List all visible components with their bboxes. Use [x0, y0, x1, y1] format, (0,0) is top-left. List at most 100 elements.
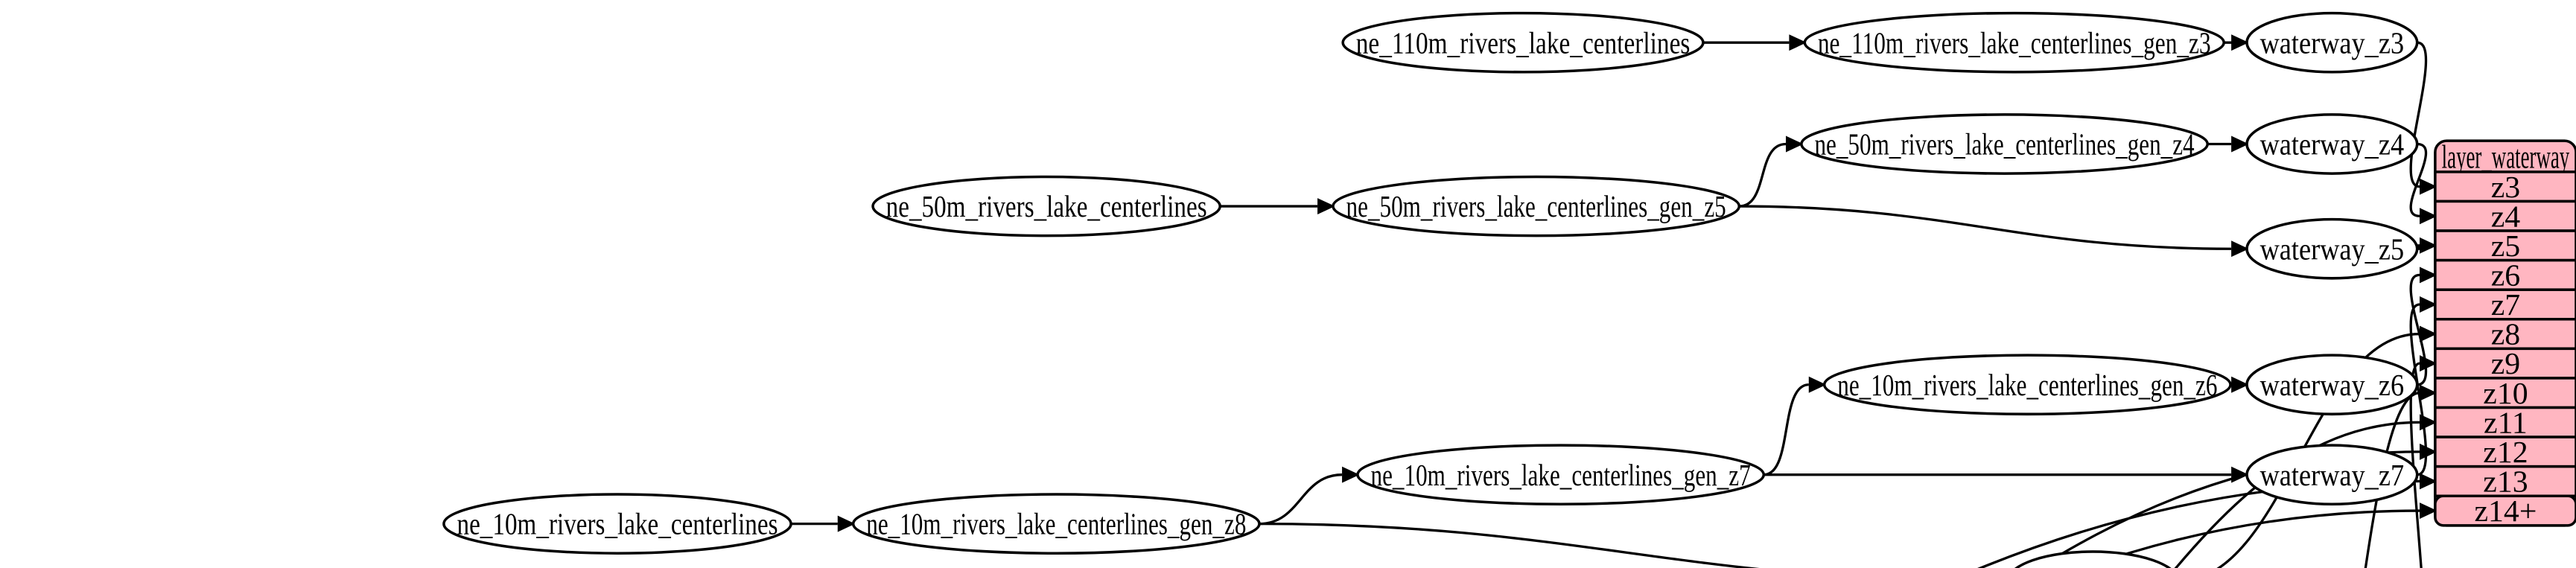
- edge-arrowhead: [837, 515, 856, 532]
- record-row-label-z9: z9: [2491, 347, 2520, 381]
- edge-line: [2364, 392, 2420, 568]
- node-ne_50m_rivers_lake_centerlines_gen_z4[interactable]: ne_50m_rivers_lake_centerlines_gen_z4: [1800, 113, 2209, 175]
- edge-ne_10m_rivers_lake_centerlines_gen_z8--to--ne_10m_rivers_lake_centerlines_gen_z7: [1259, 466, 1360, 526]
- edge-ne_50m_rivers_lake_centerlines--to--ne_50m_rivers_lake_centerlines_gen_z5: [1220, 198, 1335, 215]
- edge-waterway_z12--to--layer_waterway_z12: [2035, 443, 2437, 568]
- record-node-layer-waterway[interactable]: layer_waterwayz3z4z5z6z7z8z9z10z11z12z13…: [2434, 139, 2576, 529]
- edge-arrowhead: [2419, 443, 2437, 460]
- record-row-label-z7: z7: [2491, 288, 2520, 322]
- node-label-ne_110m_rivers_lake_centerlines: ne_110m_rivers_lake_centerlines: [1356, 26, 1691, 60]
- edge-line: [2409, 273, 2427, 386]
- node-ne_10m_rivers_lake_centerlines[interactable]: ne_10m_rivers_lake_centerlines: [442, 493, 792, 555]
- node-ne_110m_rivers_lake_centerlines_gen_z3[interactable]: ne_110m_rivers_lake_centerlines_gen_z3: [1803, 11, 2225, 74]
- edge-line: [1764, 383, 1810, 476]
- node-label-waterway_z4: waterway_z4: [2260, 128, 2405, 162]
- edge-line: [2035, 450, 2420, 568]
- node-ne_10m_rivers_lake_centerlines_gen_z7[interactable]: ne_10m_rivers_lake_centerlines_gen_z7: [1356, 444, 1766, 506]
- edge-ne_110m_rivers_lake_centerlines--to--ne_110m_rivers_lake_centerlines_gen_z3: [1702, 34, 1807, 51]
- node-ne_50m_rivers_lake_centerlines_gen_z5[interactable]: ne_50m_rivers_lake_centerlines_gen_z5: [1332, 175, 1741, 237]
- record-row-label-z5: z5: [2491, 229, 2520, 264]
- edge-arrowhead: [1785, 135, 1804, 153]
- node-label-ne_110m_rivers_lake_centerlines_gen_z3: ne_110m_rivers_lake_centerlines_gen_z3: [1818, 26, 2211, 60]
- node-shape-waterway_z6: [2245, 354, 2419, 416]
- edge-arrowhead: [1808, 376, 1827, 393]
- edge-ne_110m_rivers_lake_centerlines_gen_z3--to--waterway_z3: [2220, 34, 2249, 51]
- edge-ne_50m_rivers_lake_centerlines_gen_z4--to--waterway_z4: [2207, 135, 2249, 153]
- record-row-label-z10: z10: [2483, 377, 2528, 411]
- edge-line: [1259, 473, 1343, 526]
- edge-line: [2409, 41, 2428, 188]
- record-row-z8[interactable]: [2434, 318, 2576, 351]
- edge-arrowhead: [2231, 34, 2249, 51]
- node-label-ne_50m_rivers_lake_centerlines: ne_50m_rivers_lake_centerlines: [886, 190, 1207, 224]
- record-row-z13[interactable]: [2434, 465, 2576, 498]
- node-label-ne_10m_rivers_lake_centerlines_gen_z8: ne_10m_rivers_lake_centerlines_gen_z8: [866, 508, 1246, 542]
- node-label-waterway_z8: waterway_z8: [2021, 565, 2166, 568]
- node-shape-ne_50m_rivers_lake_centerlines_gen_z4: [1800, 113, 2209, 175]
- node-ne_10m_rivers_lake_centerlines_gen_z6[interactable]: ne_10m_rivers_lake_centerlines_gen_z6: [1822, 354, 2232, 416]
- node-waterway_z7[interactable]: waterway_z7: [2245, 444, 2419, 506]
- node-waterway_z8[interactable]: waterway_z8: [2008, 550, 2178, 568]
- edge-waterway_z10--to--layer_waterway_z10: [2364, 384, 2437, 568]
- record-row-z9[interactable]: [2434, 347, 2576, 380]
- record-row-label-z12: z12: [2483, 435, 2528, 470]
- edge-line: [1977, 479, 2420, 568]
- edge-arrowhead: [2419, 473, 2437, 490]
- node-label-waterway_z6: waterway_z6: [2260, 368, 2405, 403]
- edge-ne_50m_rivers_lake_centerlines_gen_z5--to--ne_50m_rivers_lake_centerlines_gen_z4: [1739, 135, 1804, 208]
- record-node-layer: layer_waterwayz3z4z5z6z7z8z9z10z11z12z13…: [2434, 139, 2576, 529]
- edge-arrowhead: [2419, 237, 2437, 254]
- edge-line: [2409, 303, 2428, 476]
- edge-arrowhead: [2231, 135, 2249, 153]
- record-row-label-z11: z11: [2484, 406, 2528, 440]
- node-shape-ne_10m_rivers_lake_centerlines: [442, 493, 792, 555]
- node-shape-ne_10m_rivers_lake_centerlines_gen_z7: [1356, 444, 1766, 506]
- edge-arrowhead: [2419, 325, 2437, 342]
- edge-ne_50m_rivers_lake_centerlines_gen_z5--to--waterway_z5: [1739, 205, 2249, 258]
- node-ne_110m_rivers_lake_centerlines[interactable]: ne_110m_rivers_lake_centerlines: [1341, 11, 1705, 74]
- node-label-waterway_z5: waterway_z5: [2260, 232, 2405, 267]
- node-ne_10m_rivers_lake_centerlines_gen_z8[interactable]: ne_10m_rivers_lake_centerlines_gen_z8: [851, 493, 1261, 555]
- edge-arrowhead: [2231, 240, 2249, 258]
- node-ne_50m_rivers_lake_centerlines[interactable]: ne_50m_rivers_lake_centerlines: [871, 175, 1222, 237]
- record-row-z5[interactable]: [2434, 229, 2576, 262]
- edge-arrowhead: [1317, 198, 1335, 215]
- edge-arrowhead: [2419, 384, 2437, 401]
- edge-arrowhead: [2419, 296, 2437, 313]
- edge-waterway_z6--to--layer_waterway_z6: [2409, 267, 2437, 386]
- edge-line: [1259, 522, 1760, 568]
- node-label-waterway_z7: waterway_z7: [2260, 459, 2405, 493]
- record-header-label: layer_waterway: [2442, 139, 2570, 176]
- edge-arrowhead: [2419, 267, 2437, 284]
- node-shape-waterway_z4: [2245, 113, 2419, 175]
- node-shape-ne_110m_rivers_lake_centerlines: [1341, 11, 1705, 74]
- edge-ne_10m_rivers_lake_centerlines_gen_z8--to--waterway_z8: [1259, 522, 1760, 568]
- record-row-z11[interactable]: [2434, 406, 2576, 438]
- node-label-ne_50m_rivers_lake_centerlines_gen_z4: ne_50m_rivers_lake_centerlines_gen_z4: [1814, 128, 2194, 162]
- edge-waterway_z7--to--layer_waterway_z7: [2409, 296, 2437, 476]
- node-waterway_z4[interactable]: waterway_z4: [2245, 113, 2419, 175]
- node-label-waterway_z3: waterway_z3: [2260, 26, 2405, 60]
- edge-arrowhead: [1789, 34, 1807, 51]
- record-row-label-z3: z3: [2491, 170, 2520, 205]
- edge-waterway_z13--to--layer_waterway_z13: [1977, 473, 2437, 568]
- node-shape-ne_50m_rivers_lake_centerlines: [871, 175, 1222, 237]
- edge-arrowhead: [1342, 466, 1360, 483]
- edge-arrowhead: [2419, 208, 2437, 225]
- node-shape-waterway_z8: [2014, 550, 2172, 568]
- node-waterway_z3[interactable]: waterway_z3: [2245, 11, 2419, 74]
- record-row-label-z6: z6: [2491, 259, 2520, 293]
- node-shape-ne_110m_rivers_lake_centerlines_gen_z3: [1803, 11, 2225, 74]
- edge-arrowhead: [2419, 178, 2437, 195]
- node-label-ne_10m_rivers_lake_centerlines: ne_10m_rivers_lake_centerlines: [457, 508, 778, 542]
- node-shape-ne_50m_rivers_lake_centerlines_gen_z5: [1332, 175, 1741, 237]
- edge-arrowhead: [2419, 502, 2437, 520]
- node-waterway_z5[interactable]: waterway_z5: [2245, 217, 2419, 280]
- node-shape-waterway_z7: [2245, 444, 2419, 506]
- edge-ne_10m_rivers_lake_centerlines_gen_z7--to--ne_10m_rivers_lake_centerlines_gen_z6: [1764, 376, 1827, 476]
- edge-waterway_z4--to--layer_waterway_z4: [2409, 142, 2437, 225]
- edge-waterway_z3--to--layer_waterway_z3: [2409, 41, 2437, 195]
- node-waterway_z6[interactable]: waterway_z6: [2245, 354, 2419, 416]
